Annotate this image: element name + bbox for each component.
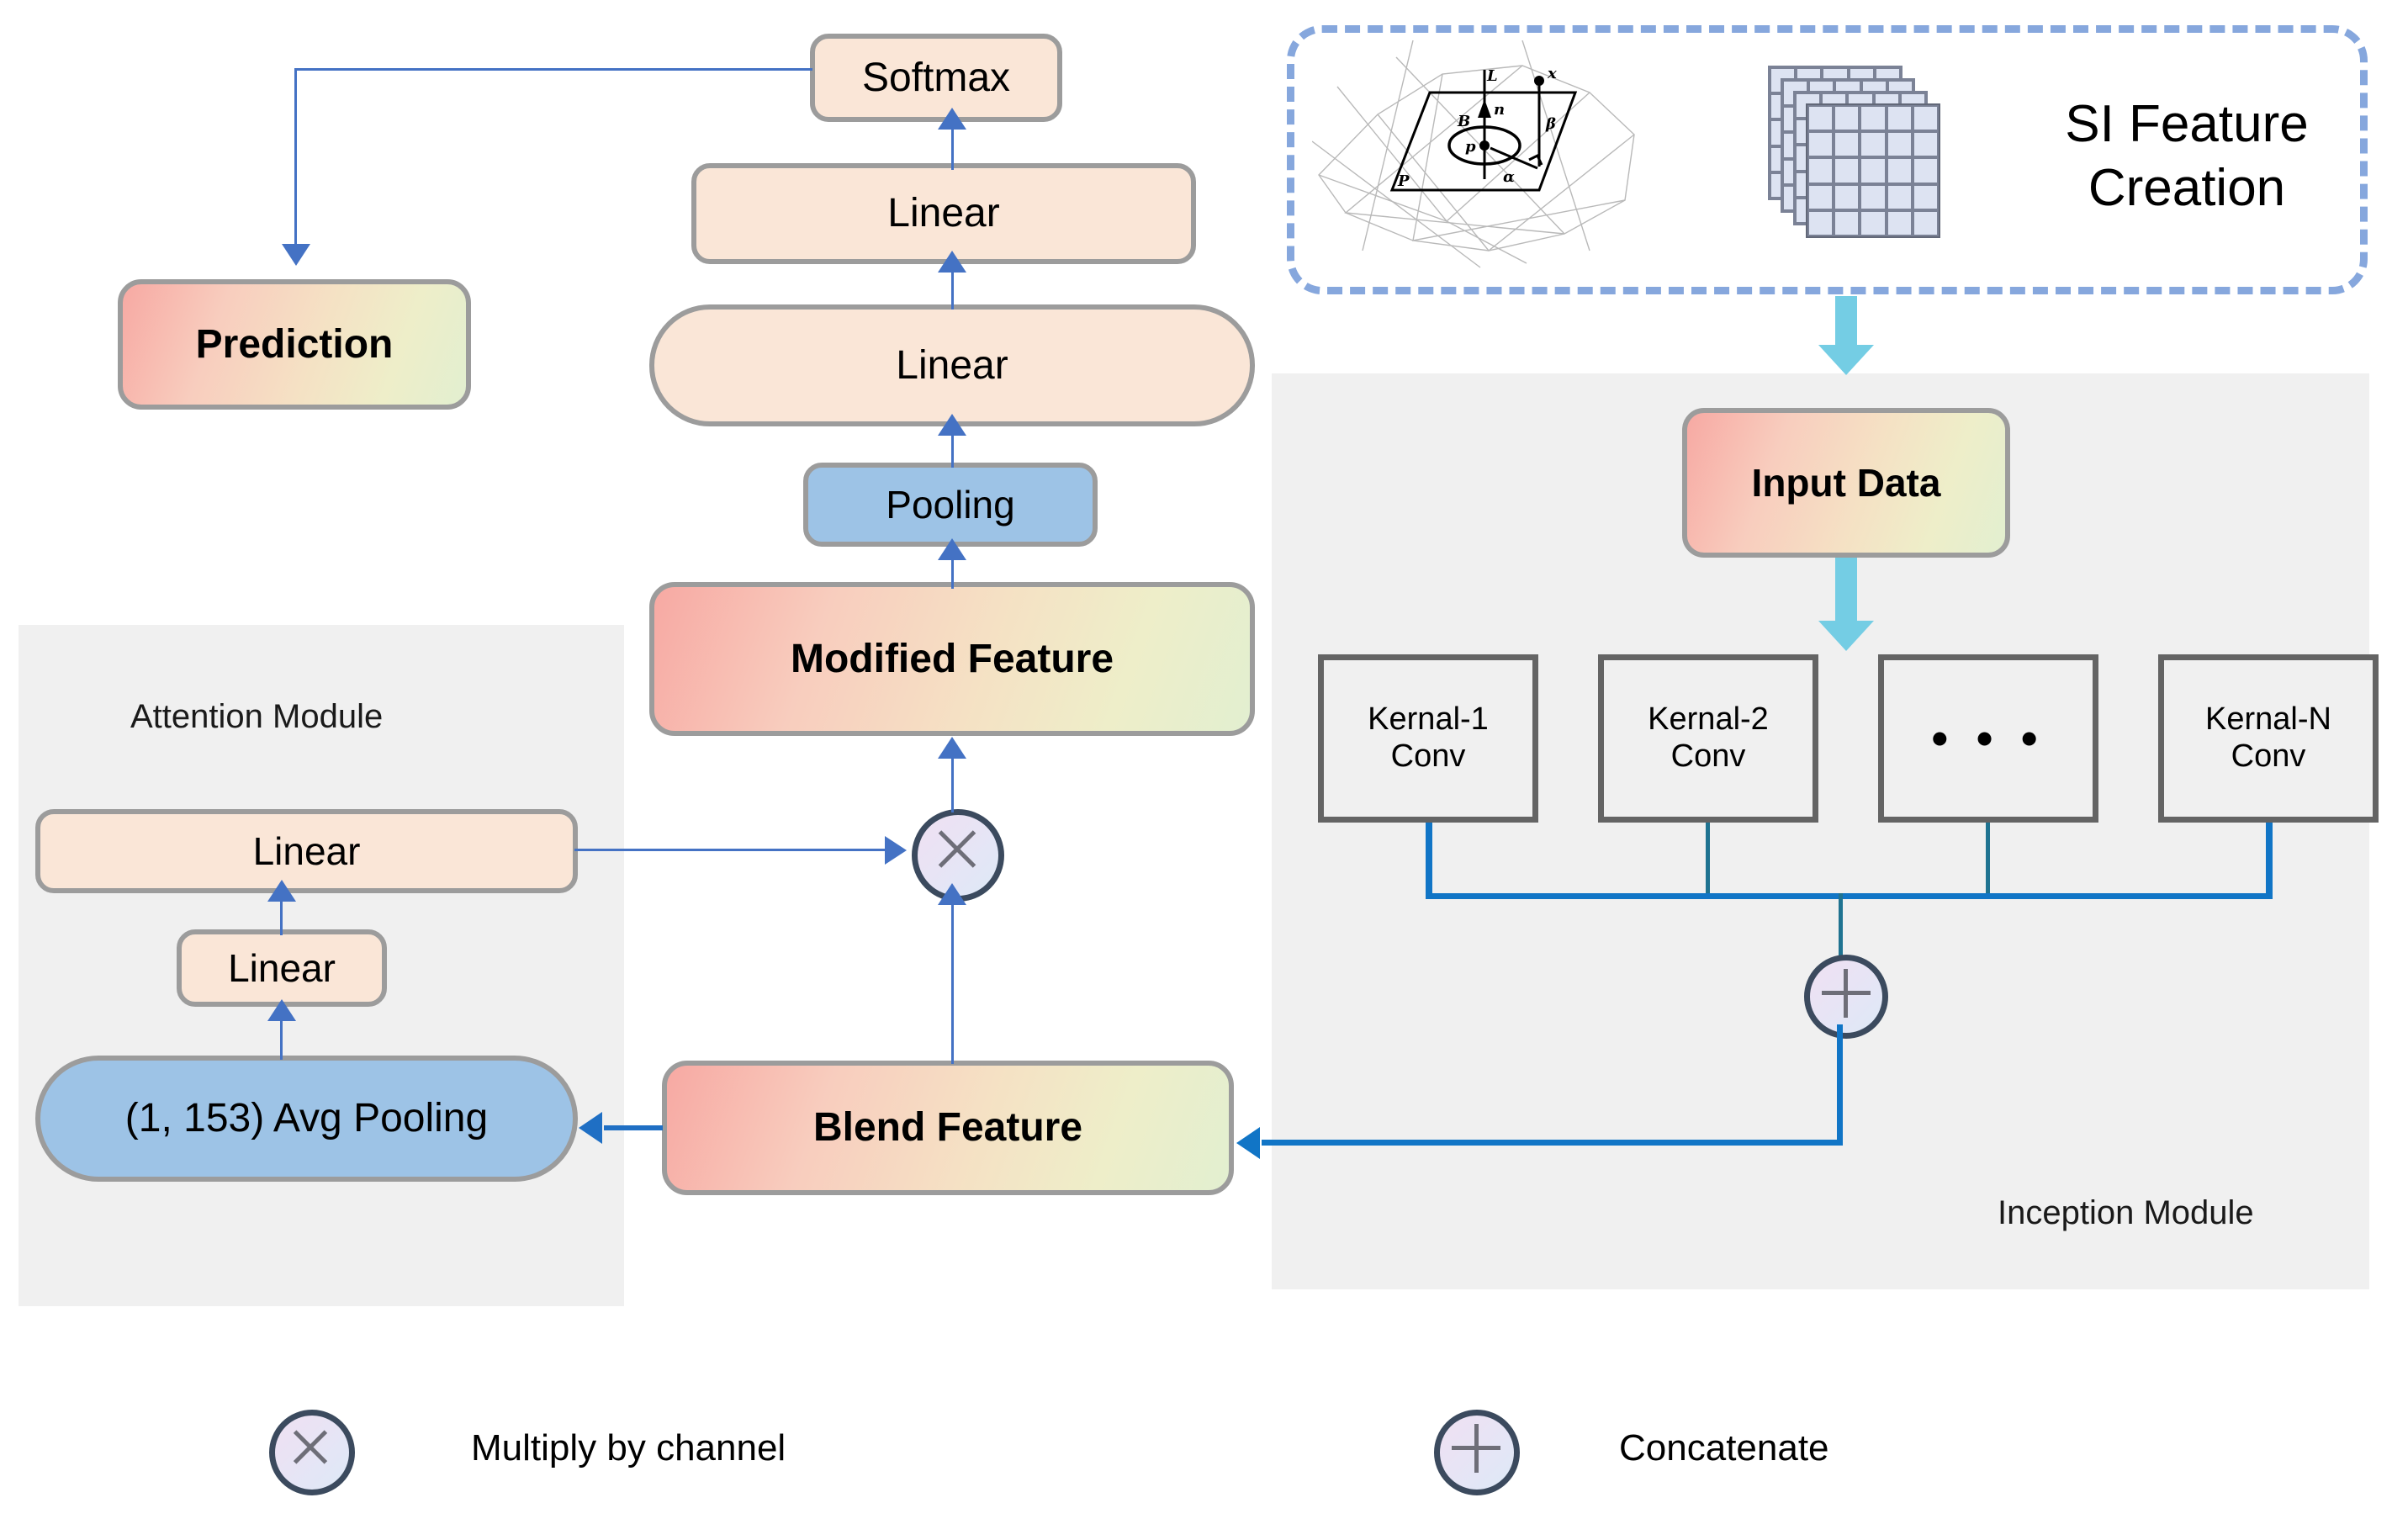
inception-module-label: Inception Module bbox=[1998, 1194, 2254, 1231]
avgpool-to-linear-small-arrowhead bbox=[267, 999, 296, 1021]
linear-top-node[interactable]: Linear bbox=[691, 163, 1196, 264]
modified-to-pooling-line bbox=[951, 555, 954, 589]
legend-multiply-label: Multiply by channel bbox=[471, 1427, 786, 1469]
pooling-label: Pooling bbox=[886, 482, 1015, 527]
prediction-node[interactable]: Prediction bbox=[118, 279, 471, 410]
attention-to-multiply-line bbox=[574, 849, 889, 851]
blend-to-multiply-arrowhead bbox=[938, 883, 966, 905]
legend-concatenate-icon bbox=[1434, 1410, 1520, 1495]
concatenate-operator-icon bbox=[1804, 955, 1888, 1039]
avg-pooling-label: (1, 153) Avg Pooling bbox=[124, 1096, 489, 1141]
concat-input-stem bbox=[1839, 893, 1843, 961]
kernel-ellipsis-box[interactable]: • • • bbox=[1878, 654, 2098, 823]
concat-to-blend-line bbox=[1262, 1140, 1843, 1146]
prediction-label: Prediction bbox=[195, 321, 394, 367]
legend-concatenate-label: Concatenate bbox=[1619, 1427, 1829, 1469]
blend-to-avgpool-line bbox=[604, 1125, 663, 1130]
kernel-1-line1: Kernal-1 bbox=[1368, 701, 1489, 738]
cyan-arrow-si-to-input-head bbox=[1818, 345, 1874, 375]
legend-multiply-icon bbox=[269, 1410, 355, 1495]
kernel-n-line2: Conv bbox=[2231, 738, 2306, 774]
kernel-1-line2: Conv bbox=[1390, 738, 1466, 774]
input-data-node[interactable]: Input Data bbox=[1682, 408, 2010, 558]
svg-text:x: x bbox=[1547, 65, 1557, 82]
si-geometry-sketch-icon: L x n B β p α P bbox=[1312, 40, 1635, 268]
svg-text:α: α bbox=[1503, 168, 1515, 186]
multiply-operator-icon bbox=[912, 809, 1004, 902]
blend-feature-label: Blend Feature bbox=[812, 1105, 1083, 1151]
linear-top-label: Linear bbox=[887, 191, 1000, 236]
si-feature-creation-box bbox=[1287, 25, 2368, 294]
avgpool-to-linear-small-line bbox=[280, 1018, 283, 1060]
kernel-ellipsis-label: • • • bbox=[1931, 711, 2045, 765]
linear-small-to-wide-arrowhead bbox=[267, 880, 296, 902]
attention-linear-wide-node[interactable]: Linear bbox=[35, 809, 578, 893]
cyan-arrow-input-to-kernels-head bbox=[1818, 621, 1874, 651]
blend-to-avgpool-arrowhead bbox=[579, 1112, 602, 1144]
kernel-n-line1: Kernal-N bbox=[2205, 701, 2331, 738]
svg-text:β: β bbox=[1545, 115, 1556, 133]
kernel-2-stem bbox=[1706, 823, 1710, 898]
cyan-arrow-si-to-input-stem bbox=[1835, 296, 1857, 348]
softmax-node[interactable]: Softmax bbox=[810, 34, 1062, 122]
pooling-to-linear-mid-line bbox=[951, 431, 954, 468]
attention-module-label: Attention Module bbox=[130, 698, 384, 735]
pooling-node[interactable]: Pooling bbox=[803, 463, 1098, 547]
attention-linear-wide-label: Linear bbox=[252, 828, 361, 873]
svg-text:B: B bbox=[1457, 113, 1470, 130]
attention-linear-small-label: Linear bbox=[228, 945, 336, 990]
softmax-label: Softmax bbox=[861, 55, 1011, 100]
cyan-arrow-input-to-kernels-stem bbox=[1835, 555, 1857, 622]
modified-feature-label: Modified Feature bbox=[790, 636, 1114, 681]
modified-to-pooling-arrowhead bbox=[938, 538, 966, 560]
kernel-1-stem bbox=[1426, 823, 1432, 898]
pooling-to-linear-mid-arrowhead bbox=[938, 414, 966, 436]
svg-text:L: L bbox=[1486, 67, 1498, 85]
attention-linear-small-node[interactable]: Linear bbox=[177, 929, 387, 1007]
svg-text:p: p bbox=[1465, 138, 1476, 156]
kernel-2-line2: Conv bbox=[1670, 738, 1746, 774]
multiply-to-modified-arrowhead bbox=[938, 737, 966, 759]
kernel-n-conv-box[interactable]: Kernal-N Conv bbox=[2158, 654, 2379, 823]
kernel-1-conv-box[interactable]: Kernal-1 Conv bbox=[1318, 654, 1538, 823]
multiply-to-modified-line bbox=[951, 757, 954, 812]
blend-to-multiply-line bbox=[951, 904, 954, 1064]
kernel-2-line1: Kernal-2 bbox=[1648, 701, 1769, 738]
kernel-n-stem bbox=[2266, 823, 2273, 898]
softmax-to-prediction-vertical bbox=[294, 68, 297, 250]
linear-mid-to-linear-top-line bbox=[951, 269, 954, 310]
svg-text:n: n bbox=[1494, 101, 1505, 119]
svg-text:P: P bbox=[1397, 172, 1410, 190]
softmax-to-prediction-horizontal bbox=[294, 68, 812, 71]
linear-mid-node[interactable]: Linear bbox=[649, 304, 1255, 426]
avg-pooling-node[interactable]: (1, 153) Avg Pooling bbox=[35, 1056, 578, 1182]
attention-to-multiply-arrowhead bbox=[885, 836, 907, 865]
linear-small-to-wide-line bbox=[280, 898, 283, 935]
softmax-to-prediction-arrowhead bbox=[282, 244, 310, 266]
si-feature-creation-title: SI Feature Creation bbox=[2065, 95, 2309, 217]
linear-top-to-softmax-line bbox=[951, 126, 954, 170]
kernel-ellipsis-stem bbox=[1986, 823, 1990, 898]
concat-to-blend-arrowhead bbox=[1236, 1127, 1260, 1159]
linear-mid-label: Linear bbox=[896, 342, 1008, 388]
kernel-2-conv-box[interactable]: Kernal-2 Conv bbox=[1598, 654, 1818, 823]
concat-output-stem bbox=[1837, 1024, 1843, 1145]
blend-feature-node[interactable]: Blend Feature bbox=[662, 1061, 1234, 1195]
input-data-label: Input Data bbox=[1751, 460, 1941, 505]
modified-feature-node[interactable]: Modified Feature bbox=[649, 582, 1255, 736]
linear-mid-to-linear-top-arrowhead bbox=[938, 251, 966, 273]
kernel-merge-bus bbox=[1426, 893, 2273, 899]
linear-top-to-softmax-arrowhead bbox=[938, 108, 966, 130]
